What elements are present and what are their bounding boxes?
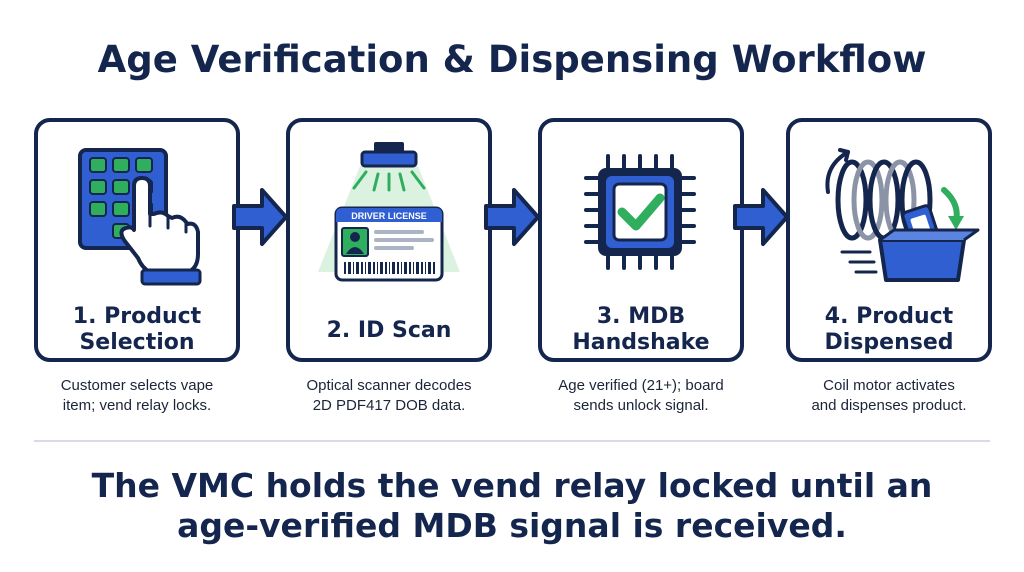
id-scanner-icon: DRIVER LICENSE xyxy=(318,142,460,282)
step-card-product-dispensed: 4. Product Dispensed xyxy=(786,118,992,362)
keypad-touch-icon xyxy=(78,148,202,286)
id-card-label: DRIVER LICENSE xyxy=(351,211,427,221)
step-caption: Customer selects vape item; vend relay l… xyxy=(60,377,214,414)
step-title: 2. ID Scan xyxy=(326,318,452,343)
step-title: 4. Product Dispensed xyxy=(824,304,954,355)
page-title: Age Verification & Dispensing Workflow xyxy=(97,38,927,81)
flow-arrow-icon xyxy=(484,188,540,246)
flow-arrow-icon xyxy=(733,188,789,246)
step-title: 1. Product Selection xyxy=(72,304,202,355)
step-card-id-scan: DRIVER LICENSE 2. ID Scan xyxy=(286,118,492,362)
footer-statement: The VMC holds the vend relay locked unti… xyxy=(91,466,933,545)
step-card-product-selection: 1. Product Selection xyxy=(34,118,240,362)
step-card-mdb-handshake: 3. MDB Handshake xyxy=(538,118,744,362)
section-divider xyxy=(34,440,990,442)
step-caption: Coil motor activates and dispenses produ… xyxy=(811,377,967,414)
chip-check-icon xyxy=(584,154,696,270)
step-title: 3. MDB Handshake xyxy=(572,304,710,355)
step-caption: Optical scanner decodes 2D PDF417 DOB da… xyxy=(306,377,472,414)
step-caption: Age verified (21+); board sends unlock s… xyxy=(558,377,724,414)
flow-arrow-icon xyxy=(232,188,288,246)
coil-dispense-icon xyxy=(825,148,980,282)
